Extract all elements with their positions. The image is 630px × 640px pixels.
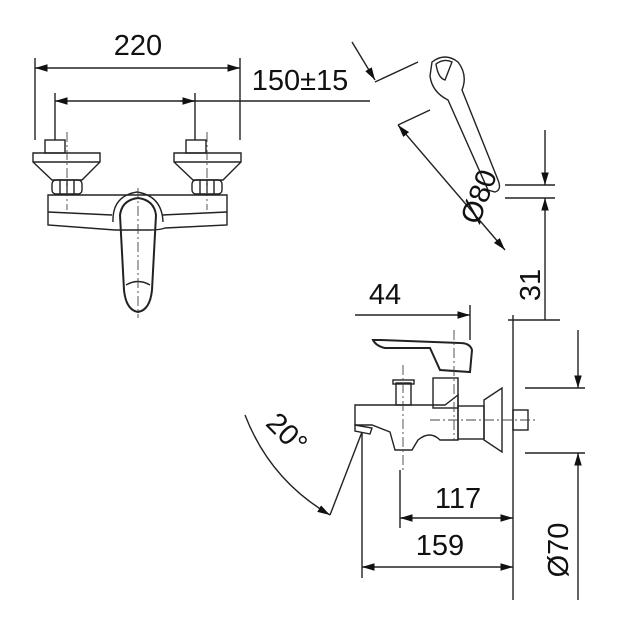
- dim-diameter-70: Ø70: [543, 523, 575, 578]
- side-view: [244, 305, 585, 600]
- dim-159: 159: [416, 530, 464, 562]
- dim-44: 44: [369, 279, 401, 311]
- front-view: [32, 58, 370, 318]
- dim-117: 117: [435, 483, 481, 515]
- dim-diameter-80: Ø80: [455, 166, 504, 228]
- handshower: [351, 41, 560, 321]
- dim-angle-20: 20°: [260, 407, 314, 461]
- dim-220: 220: [114, 30, 162, 62]
- dim-31: 31: [515, 269, 547, 301]
- dim-150: 150±15: [252, 65, 349, 97]
